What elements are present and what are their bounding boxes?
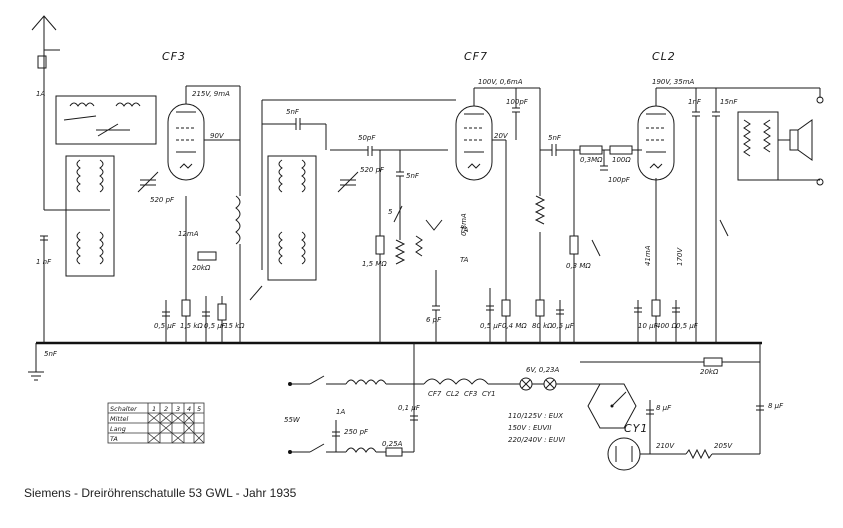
svg-text:0,5 µF: 0,5 µF (154, 322, 177, 330)
svg-text:1,5 MΩ: 1,5 MΩ (362, 260, 387, 268)
heater-chain (423, 378, 489, 385)
svg-text:0,5 µF: 0,5 µF (676, 322, 699, 330)
svg-text:6V, 0,23A: 6V, 0,23A (526, 366, 559, 374)
caption: Siemens - Dreiröhrenschatulle 53 GWL - J… (24, 486, 297, 500)
svg-text:Schalter: Schalter (110, 405, 138, 413)
tuning-capacitor-1 (137, 171, 159, 193)
svg-text:5nF: 5nF (406, 172, 420, 180)
tube-label-cl2: CL2 (652, 50, 676, 63)
chassis-ground-symbol (28, 362, 44, 381)
svg-text:TA: TA (110, 435, 118, 443)
svg-text:100Ω: 100Ω (612, 156, 631, 164)
svg-text:8 µF: 8 µF (768, 402, 784, 410)
svg-text:5nF: 5nF (548, 134, 562, 142)
tube-cf7 (455, 105, 493, 181)
svg-text:0,8mA: 0,8mA (460, 213, 468, 236)
svg-text:TA: TA (460, 226, 469, 234)
svg-text:170V: 170V (676, 247, 684, 266)
svg-text:12mA: 12mA (178, 230, 199, 238)
svg-text:3: 3 (176, 405, 180, 413)
svg-text:0,5 µF: 0,5 µF (480, 322, 503, 330)
dial-lamp-1 (519, 377, 533, 391)
tube-cl2 (637, 105, 675, 181)
svg-text:205V: 205V (714, 442, 733, 450)
svg-text:150V : EUVII: 150V : EUVII (508, 424, 551, 432)
svg-text:0,3MΩ: 0,3MΩ (580, 156, 603, 164)
svg-text:CF3: CF3 (464, 390, 477, 398)
svg-text:250 pF: 250 pF (344, 428, 369, 436)
svg-text:55W: 55W (284, 416, 301, 424)
svg-text:100V, 0,6mA: 100V, 0,6mA (478, 78, 523, 86)
svg-text:20V: 20V (494, 132, 509, 140)
svg-text:220/240V : EUVI: 220/240V : EUVI (508, 436, 565, 444)
svg-text:1: 1 (152, 405, 156, 413)
svg-text:1nF: 1nF (688, 98, 702, 106)
svg-text:10 µF: 10 µF (638, 322, 659, 330)
svg-text:110/125V : EUX: 110/125V : EUX (508, 412, 563, 420)
svg-text:15nF: 15nF (720, 98, 738, 106)
svg-text:1 nF: 1 nF (36, 258, 52, 266)
svg-text:90V: 90V (210, 132, 225, 140)
antenna-symbol (31, 15, 57, 50)
voltage-selector (587, 383, 637, 429)
svg-text:50pF: 50pF (358, 134, 376, 142)
svg-text:2: 2 (164, 405, 168, 413)
svg-text:520 pF: 520 pF (150, 196, 175, 204)
svg-text:0,25A: 0,25A (382, 440, 403, 448)
switch-table: Schalter 1 2 3 4 5 Mittel Lang TA (107, 402, 205, 444)
tube-label-cf7: CF7 (464, 50, 488, 63)
svg-text:100pF: 100pF (506, 98, 529, 106)
speaker-icon (789, 119, 813, 161)
svg-text:CY1: CY1 (482, 390, 496, 398)
svg-text:Mittel: Mittel (110, 415, 129, 423)
svg-text:1,5 kΩ: 1,5 kΩ (180, 322, 203, 330)
svg-text:0,5 µF: 0,5 µF (552, 322, 575, 330)
svg-text:190V, 35mA: 190V, 35mA (652, 78, 695, 86)
svg-text:8 µF: 8 µF (656, 404, 672, 412)
svg-text:6 pF: 6 pF (426, 316, 442, 324)
svg-text:4: 4 (187, 405, 191, 413)
svg-text:0,4 MΩ: 0,4 MΩ (502, 322, 527, 330)
svg-text:0,3 MΩ: 0,3 MΩ (566, 262, 591, 270)
svg-text:80 kΩ: 80 kΩ (532, 322, 553, 330)
svg-text:5: 5 (197, 405, 201, 413)
output-transformer (737, 111, 779, 181)
filter-resistor (685, 448, 713, 460)
tube-label-cy1: CY1 (624, 422, 648, 435)
svg-text:400 Ω: 400 Ω (656, 322, 678, 330)
svg-text:Lang: Lang (110, 425, 126, 433)
svg-text:CF7: CF7 (428, 390, 442, 398)
svg-text:100pF: 100pF (608, 176, 631, 184)
svg-text:CL2: CL2 (446, 390, 460, 398)
svg-text:1A: 1A (336, 408, 345, 416)
svg-text:41mA: 41mA (644, 245, 652, 266)
svg-text:5nF: 5nF (286, 108, 300, 116)
dial-lamp-2 (543, 377, 557, 391)
aerial-coil-assembly (55, 95, 157, 145)
svg-text:0,5 µF: 0,5 µF (204, 322, 227, 330)
svg-text:1A: 1A (36, 90, 45, 98)
tuning-capacitor-2 (337, 171, 359, 193)
svg-text:20kΩ: 20kΩ (700, 368, 719, 376)
svg-text:20kΩ: 20kΩ (192, 264, 211, 272)
svg-text:210V: 210V (656, 442, 675, 450)
rectifier-tube (607, 437, 641, 471)
tube-label-cf3: CF3 (162, 50, 186, 63)
svg-text:5: 5 (388, 208, 393, 216)
svg-text:0,1 µF: 0,1 µF (398, 404, 421, 412)
svg-text:520 pF: 520 pF (360, 166, 385, 174)
svg-text:215V, 9mA: 215V, 9mA (192, 90, 230, 98)
svg-text:5nF: 5nF (44, 350, 58, 358)
svg-text:15 kΩ: 15 kΩ (224, 322, 245, 330)
svg-text:TA: TA (460, 256, 469, 264)
tube-cf3 (167, 103, 205, 181)
